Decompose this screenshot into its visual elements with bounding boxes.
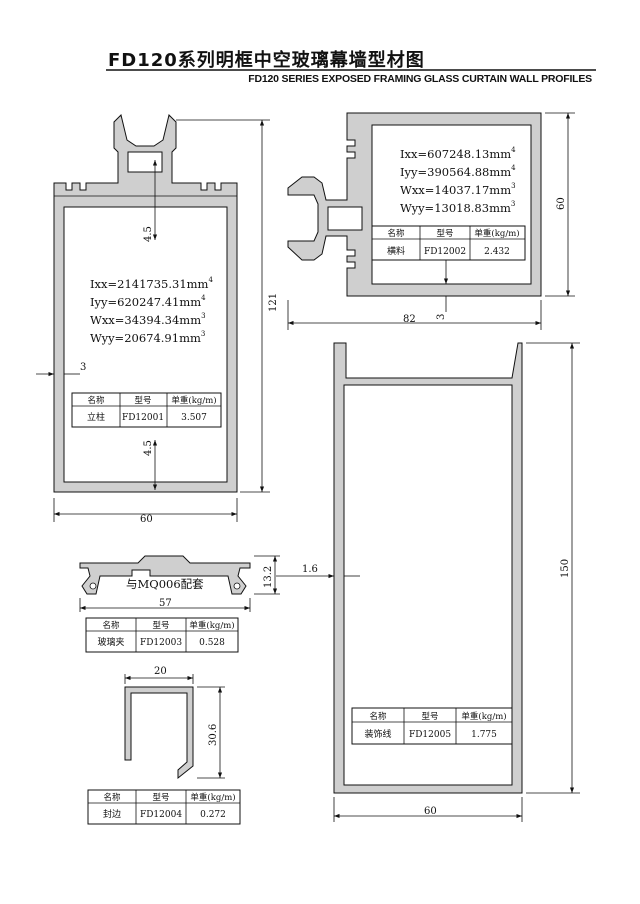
- mullion-spec-table: 名称 型号 单重(kg/m) 立柱 FD12001 3.507: [71, 392, 222, 428]
- decor-strip-spec-table: 名称 型号 单重(kg/m) 装饰线 FD12005 1.775: [351, 707, 513, 745]
- svg-text:名称: 名称: [387, 228, 405, 239]
- svg-text:玻璃夹: 玻璃夹: [97, 636, 124, 648]
- svg-text:FD12004: FD12004: [140, 810, 182, 820]
- mullion-wall-label: 3: [80, 362, 86, 373]
- transom-wyy: Wyy=13018.83mm3: [400, 200, 515, 215]
- svg-text:名称: 名称: [102, 620, 120, 631]
- edge-seal-height-label: 30.6: [208, 724, 219, 746]
- svg-text:型号: 型号: [134, 396, 151, 406]
- decor-strip-dimensions: [276, 342, 580, 822]
- transom-iyy: Iyy=390564.88mm4: [400, 164, 516, 179]
- svg-text:型号: 型号: [152, 621, 169, 631]
- svg-text:型号: 型号: [421, 712, 438, 722]
- svg-text:2.432: 2.432: [484, 247, 510, 257]
- decor-strip-width-label: 60: [424, 806, 437, 817]
- title-english: FD120 SERIES EXPOSED FRAMING GLASS CURTA…: [248, 73, 592, 85]
- glass-clip-note: 与MQ006配套: [126, 577, 204, 591]
- svg-text:FD12002: FD12002: [424, 247, 466, 257]
- mullion-profile: [53, 114, 238, 493]
- svg-text:1.775: 1.775: [471, 730, 497, 740]
- transom-ixx: Ixx=607248.13mm4: [400, 146, 516, 161]
- edge-seal-dimensions: [124, 674, 225, 779]
- mullion-iyy: Iyy=620247.41mm4: [90, 294, 206, 309]
- svg-text:立柱: 立柱: [87, 411, 105, 423]
- mullion-dimensions: [36, 119, 270, 522]
- transom-wxx: Wxx=14037.17mm3: [400, 182, 516, 197]
- glass-clip-height-label: 13.2: [263, 566, 274, 588]
- edge-seal-spec-table: 名称 型号 单重(kg/m) 封边 FD12004 0.272: [87, 789, 241, 825]
- svg-text:型号: 型号: [436, 229, 453, 239]
- glass-clip-spec-table: 名称 型号 单重(kg/m) 玻璃夹 FD12003 0.528: [85, 617, 239, 653]
- edge-seal-width-label: 20: [154, 666, 167, 677]
- mullion-ixx: Ixx=2141735.31mm4: [90, 276, 213, 291]
- svg-text:FD12005: FD12005: [409, 730, 451, 740]
- title-chinese: FD120系列明框中空玻璃幕墙型材图: [108, 50, 425, 71]
- svg-text:封边: 封边: [103, 808, 121, 820]
- mullion-width-label: 60: [140, 514, 153, 525]
- glass-clip-profile: [79, 555, 251, 595]
- svg-text:横料: 横料: [387, 245, 405, 257]
- svg-text:型号: 型号: [152, 793, 169, 803]
- mullion-wyy: Wyy=20674.91mm3: [90, 330, 205, 345]
- decor-strip-wall-label: 1.6: [302, 564, 318, 575]
- svg-text:FD12001: FD12001: [122, 413, 164, 423]
- transom-spec-table: 名称 型号 单重(kg/m) 横料 FD12002 2.432: [371, 225, 526, 261]
- svg-text:单重(kg/m): 单重(kg/m): [171, 395, 216, 406]
- mullion-top-wall-label: 4.5: [143, 226, 154, 242]
- svg-text:0.528: 0.528: [199, 638, 225, 648]
- mullion-bottom-wall-label: 4.5: [143, 440, 154, 456]
- edge-seal-profile: [124, 686, 194, 780]
- svg-text:0.272: 0.272: [200, 810, 226, 820]
- svg-text:3.507: 3.507: [181, 413, 207, 423]
- decor-strip-height-label: 150: [560, 559, 571, 578]
- transom-wall-label: 3: [436, 314, 447, 320]
- glass-clip-dimensions: [79, 555, 280, 612]
- transom-width-label: 82: [403, 314, 416, 325]
- svg-text:名称: 名称: [369, 711, 387, 722]
- svg-text:单重(kg/m): 单重(kg/m): [190, 792, 235, 803]
- svg-text:名称: 名称: [87, 395, 105, 406]
- transom-dimensions: [287, 112, 575, 330]
- mullion-height-label: 121: [268, 293, 279, 312]
- svg-text:单重(kg/m): 单重(kg/m): [461, 711, 506, 722]
- svg-text:单重(kg/m): 单重(kg/m): [474, 228, 519, 239]
- glass-clip-width-label: 57: [159, 598, 172, 609]
- svg-text:装饰线: 装饰线: [364, 728, 391, 740]
- decor-strip-profile: [333, 342, 523, 794]
- svg-text:单重(kg/m): 单重(kg/m): [189, 620, 234, 631]
- svg-text:FD12003: FD12003: [140, 638, 182, 648]
- svg-text:名称: 名称: [103, 792, 121, 803]
- mullion-wxx: Wxx=34394.34mm3: [90, 312, 206, 327]
- transom-height-label: 60: [556, 197, 567, 210]
